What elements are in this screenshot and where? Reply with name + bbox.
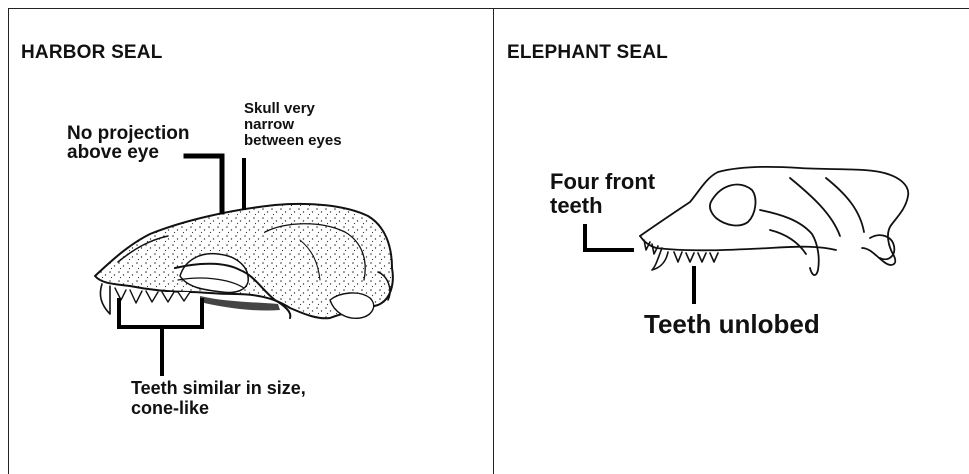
harbor-canine <box>100 284 110 314</box>
elephant-pointer-lines <box>585 226 694 302</box>
no-projection-pointer <box>186 156 222 212</box>
elephant-orbit <box>710 185 756 226</box>
elephant-seal-skull <box>640 167 908 275</box>
harbor-seal-skull <box>95 204 393 318</box>
elephant-front-teeth <box>644 240 650 250</box>
teeth-bracket <box>119 300 202 327</box>
four-front-teeth-pointer <box>585 226 632 250</box>
